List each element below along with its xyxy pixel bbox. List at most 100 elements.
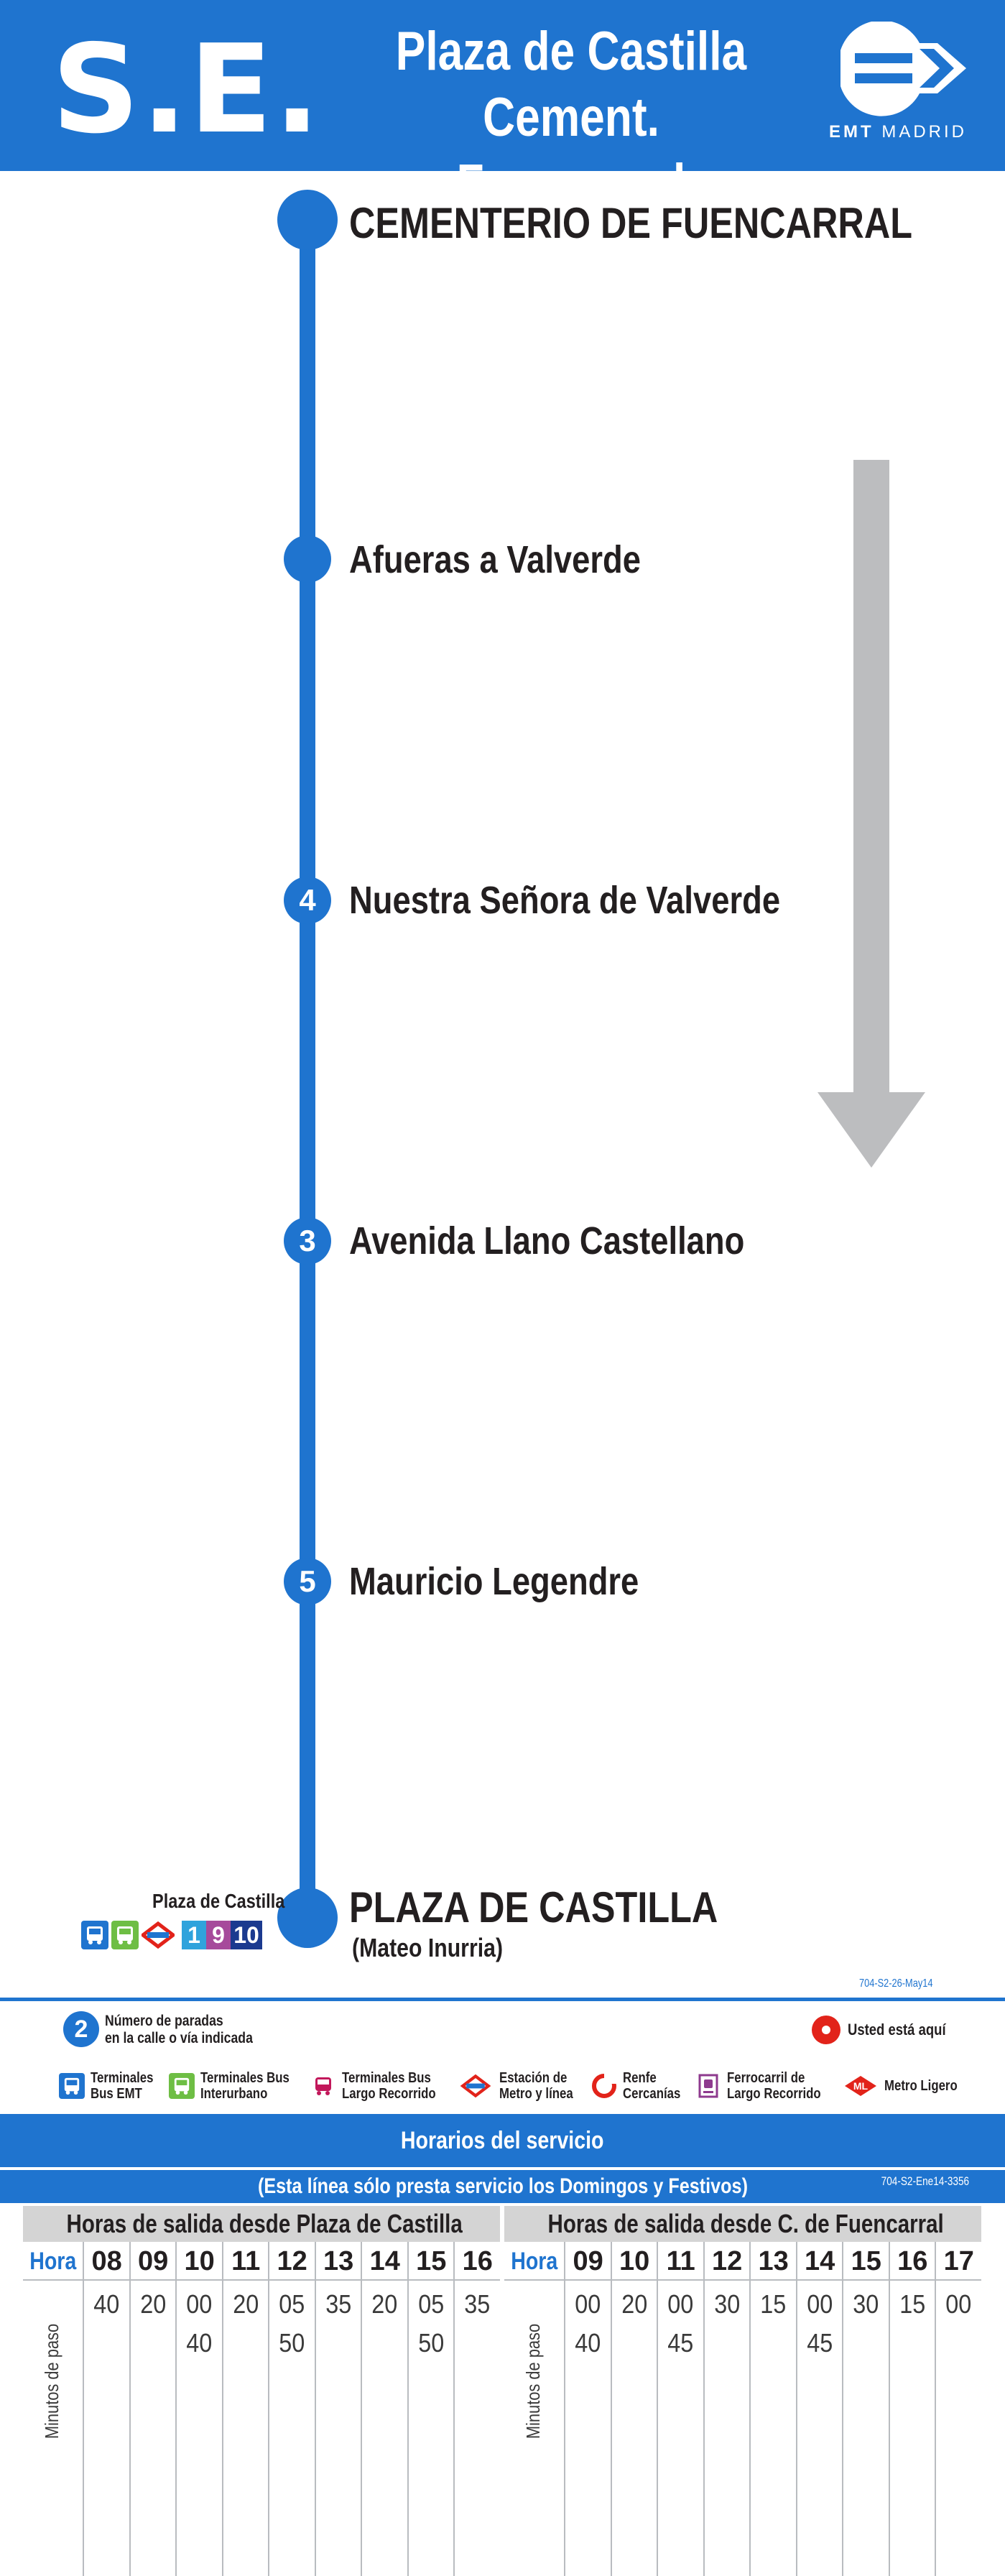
minutes-cell: 20 xyxy=(129,2281,176,2576)
minute-value: 45 xyxy=(807,2328,833,2358)
connections-label: Plaza de Castilla xyxy=(152,1890,285,1912)
minute-value: 45 xyxy=(667,2328,694,2358)
svg-text:ML: ML xyxy=(853,2080,869,2092)
minute-value: 00 xyxy=(667,2289,694,2319)
minute-value: 15 xyxy=(899,2289,926,2319)
minute-value: 15 xyxy=(760,2289,787,2319)
stop-mauricio-legendre: Mauricio Legendre xyxy=(349,1560,639,1603)
route-destination: Cement. Fuencarral xyxy=(456,87,686,214)
header-bar: S.E. Plaza de Castilla Cement. Fuencarra… xyxy=(0,0,1005,214)
minute-value: 40 xyxy=(575,2328,601,2358)
hour-cell: 10 xyxy=(175,2242,222,2279)
hour-label: Hora xyxy=(511,2248,558,2275)
minutes-label-cell: Minutos de paso xyxy=(504,2281,564,2576)
stop-plaza-de-castilla-subtitle: (Mateo Inurria) xyxy=(352,1933,504,1962)
legend: 2 Número de paradas en la calle o vía in… xyxy=(0,1998,1005,2114)
emt-logo-text: EMT MADRID xyxy=(828,122,967,142)
you-are-here: Usted está aquí xyxy=(812,2016,965,2044)
metro-icon xyxy=(458,2073,494,2099)
minute-value: 20 xyxy=(621,2289,648,2319)
you-are-here-icon xyxy=(812,2016,840,2044)
metro-line-badge: 1 xyxy=(182,1921,206,1949)
schedule-note-bar: (Esta línea sólo presta servicio los Dom… xyxy=(0,2170,1005,2203)
stop-count-badge: 5 xyxy=(284,1558,331,1605)
hour-label: Hora xyxy=(29,2248,77,2275)
hour-cell: 16 xyxy=(888,2242,935,2279)
schedule-code: 704-S2-Ene14-3356 xyxy=(881,2174,970,2188)
hour-cell: 15 xyxy=(842,2242,889,2279)
schedule-table-plaza-de-castilla: Horas de salida desde Plaza de Castilla … xyxy=(23,2206,500,2576)
schedule-table-title: Horas de salida desde C. de Fuencarral xyxy=(504,2206,981,2242)
minutes-cell: 35 xyxy=(314,2281,361,2576)
hour-cell: 11 xyxy=(221,2242,269,2279)
schedule-table-title: Horas de salida desde Plaza de Castilla xyxy=(23,2206,500,2242)
hour-cell: 16 xyxy=(453,2242,500,2279)
hour-cell: 10 xyxy=(610,2242,657,2279)
terminal-stop-dot xyxy=(277,1888,338,1948)
direction-arrow-icon xyxy=(818,460,925,1168)
metro-line-badge: 10 xyxy=(231,1921,262,1949)
hour-cell: 09 xyxy=(564,2242,611,2279)
minutes-label: Minutos de paso xyxy=(41,2323,62,2439)
hour-cell: 08 xyxy=(83,2242,129,2279)
minutes-cell: 00 xyxy=(935,2281,981,2576)
hour-cell: 12 xyxy=(703,2242,750,2279)
minute-value: 00 xyxy=(807,2289,833,2319)
minute-value: 05 xyxy=(418,2289,445,2319)
stop-nuestra-senora-de-valverde: Nuestra Señora de Valverde xyxy=(349,879,781,922)
emt-logo-icon xyxy=(840,20,966,116)
bus-long-distance-icon xyxy=(310,2073,336,2099)
schedule-title-bar: Horarios del servicio xyxy=(0,2114,1005,2167)
minutes-cell: 15 xyxy=(888,2281,935,2576)
renfe-icon xyxy=(591,2073,617,2099)
minute-value: 00 xyxy=(575,2289,601,2319)
minute-value: 20 xyxy=(371,2289,398,2319)
minutes-cell: 30 xyxy=(703,2281,750,2576)
minute-value: 40 xyxy=(186,2328,213,2358)
minute-value: 30 xyxy=(714,2289,741,2319)
route-title: Plaza de Castilla Cement. Fuencarral xyxy=(380,19,763,217)
minutes-cell: 40 xyxy=(83,2281,129,2576)
stop-avenida-llano-castellano: Avenida Llano Castellano xyxy=(349,1219,745,1262)
light-rail-icon: ML xyxy=(843,2073,879,2099)
minute-value: 00 xyxy=(945,2289,972,2319)
hour-cell: 14 xyxy=(361,2242,407,2279)
minute-value: 50 xyxy=(279,2328,305,2358)
minutes-cell: 20 xyxy=(221,2281,269,2576)
hour-cell: 14 xyxy=(795,2242,843,2279)
metro-lines: 1 9 10 xyxy=(182,1921,262,1949)
schedule-table-c-de-fuencarral: Horas de salida desde C. de Fuencarral H… xyxy=(504,2206,981,2576)
hour-cell: 17 xyxy=(935,2242,981,2279)
minutes-cell: 20 xyxy=(361,2281,407,2576)
line-code: S.E. xyxy=(52,19,322,161)
minute-value: 20 xyxy=(140,2289,167,2319)
hour-cell: 11 xyxy=(657,2242,703,2279)
route-line xyxy=(300,216,315,1926)
minutes-label-cell: Minutos de paso xyxy=(23,2281,83,2576)
minute-value: 50 xyxy=(418,2328,445,2358)
minutes-cell: 35 xyxy=(453,2281,500,2576)
minute-value: 35 xyxy=(325,2289,352,2319)
stop-plaza-de-castilla: PLAZA DE CASTILLA xyxy=(349,1883,718,1931)
minutes-cell: 30 xyxy=(842,2281,889,2576)
emt-logo: EMT MADRID xyxy=(826,20,970,151)
stop-count-badge: 3 xyxy=(284,1217,331,1265)
bus-emt-icon xyxy=(59,2073,85,2099)
